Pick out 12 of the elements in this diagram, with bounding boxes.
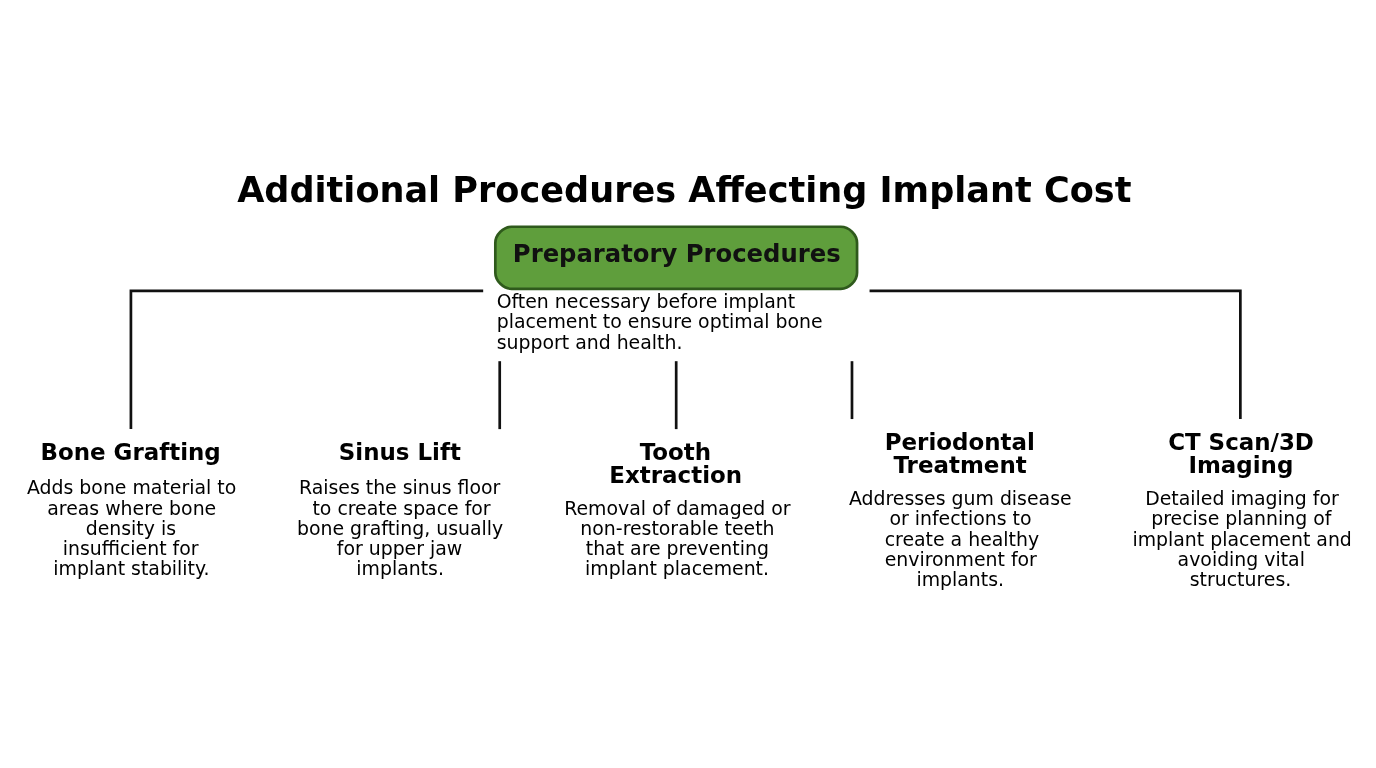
node-text: Bone Grafting Adds bone material to areas where bone density is insufficient for implant stability. <box>26 438 237 580</box>
diagram-title: Additional Procedures Affecting Implant Cost <box>237 168 1132 210</box>
node-label: Often necessary before implant placement to ensure optimal bone support and health. <box>496 290 823 353</box>
connector <box>869 289 1242 419</box>
connector <box>498 361 502 430</box>
connector <box>129 289 484 429</box>
node-text: Tooth Extraction Removal of damaged or non-restorable teeth that are preventing implant placement. <box>564 438 791 580</box>
connector <box>674 361 678 430</box>
node-text: CT Scan/3D Imaging Detailed imaging for precise planning of implant placement and avoiding vital structures. <box>1132 429 1352 591</box>
connector <box>850 361 854 420</box>
node-text: Periodontal Treatment Addresses gum disease or infections to create a healthy environment for implants. <box>848 429 1072 591</box>
node-text: Sinus Lift Raises the sinus floor to create space for bone grafting, usually for upper jaw implants. <box>296 438 504 580</box>
